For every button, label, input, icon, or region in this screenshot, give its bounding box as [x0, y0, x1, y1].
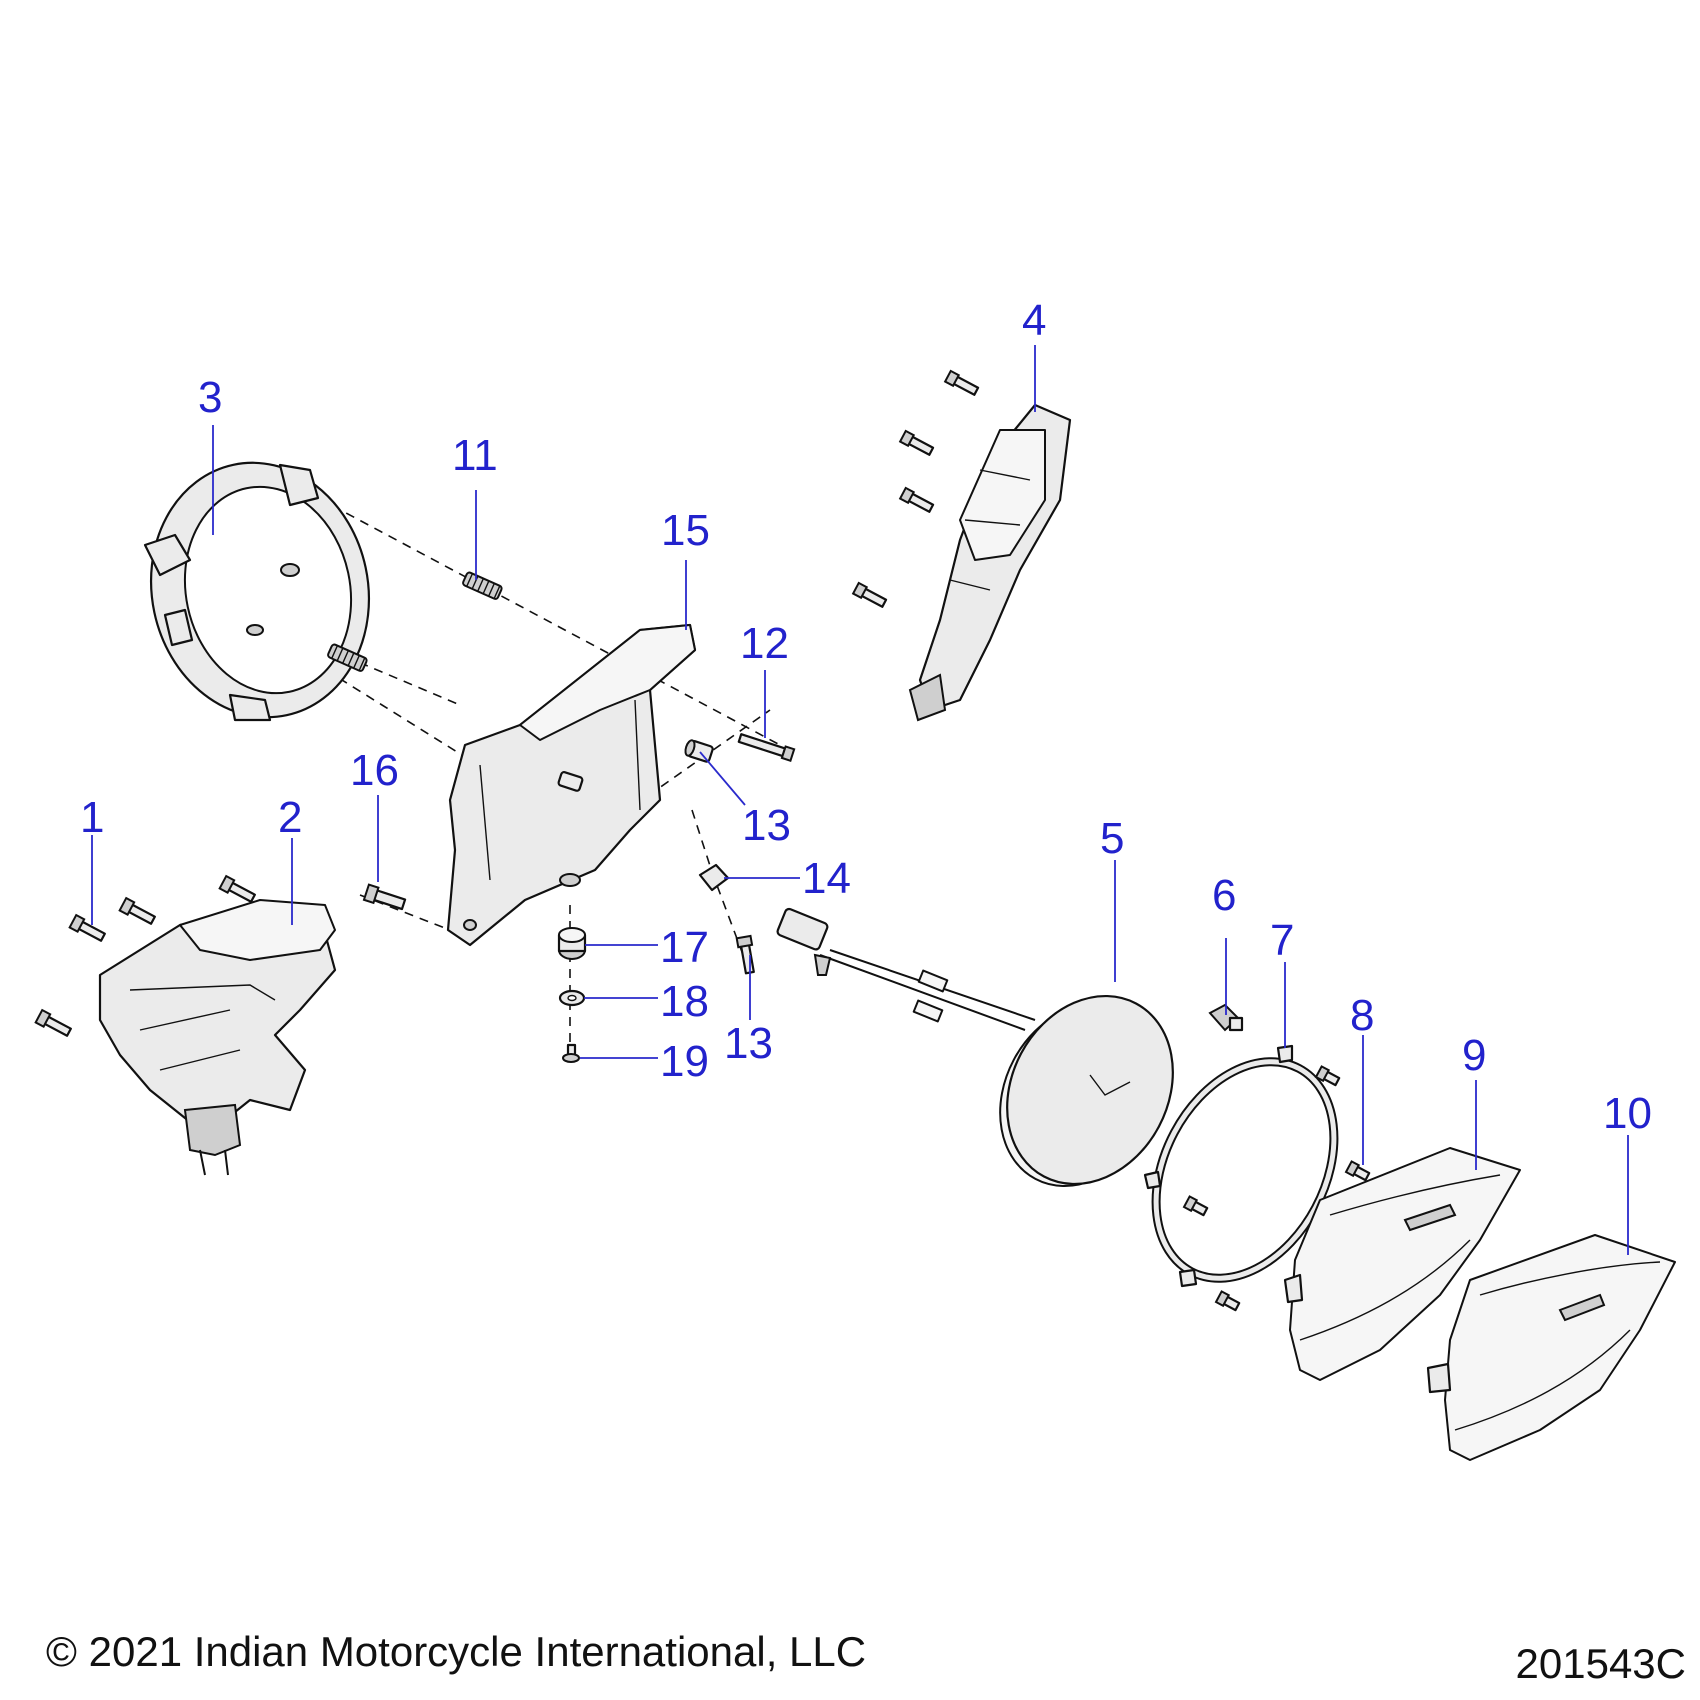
part-9-inner-bezel — [1283, 1147, 1521, 1381]
callout-1: 1 — [80, 793, 104, 842]
callout-10: 10 — [1603, 1089, 1652, 1138]
callout-17: 17 — [660, 923, 709, 972]
callout-4: 4 — [1022, 296, 1046, 345]
part-6-adjuster — [1208, 1003, 1244, 1032]
part-19-screw — [562, 1043, 580, 1063]
part-1-screws — [34, 874, 256, 1037]
part-8-screw — [1344, 1160, 1371, 1182]
callout-7: 7 — [1270, 916, 1294, 965]
part-16-bolt — [362, 883, 407, 911]
part-14-clip — [698, 863, 730, 892]
callout-6: 6 — [1212, 871, 1236, 920]
part-5-headlight-lens — [776, 907, 1174, 1187]
part-11-springs — [327, 571, 503, 672]
part-7-retaining-ring — [1143, 1044, 1341, 1312]
drawing-number: 201543C — [1515, 1640, 1686, 1687]
callout-labels: 1 2 3 4 5 6 7 8 9 10 11 12 13 13 14 15 1… — [80, 296, 1652, 1138]
callout-18: 18 — [660, 977, 709, 1026]
callout-8: 8 — [1350, 991, 1374, 1040]
callout-16: 16 — [350, 746, 399, 795]
callout-13-upper: 13 — [742, 801, 791, 850]
callout-9: 9 — [1462, 1031, 1486, 1080]
part-18-washer — [558, 989, 586, 1007]
callout-14: 14 — [802, 854, 851, 903]
callout-2: 2 — [278, 793, 302, 842]
part-4-headlight-unit — [851, 369, 1072, 722]
part-2-housing — [98, 899, 337, 1176]
part-17-grommet — [557, 927, 587, 960]
part-10-outer-bezel — [1426, 1234, 1676, 1461]
part-3-mounting-ring — [143, 461, 371, 722]
copyright-notice: © 2021 Indian Motorcycle International, … — [46, 1628, 867, 1675]
callout-15: 15 — [661, 506, 710, 555]
callout-12: 12 — [740, 619, 789, 668]
callout-13-lower: 13 — [724, 1019, 773, 1068]
callout-19: 19 — [660, 1037, 709, 1086]
callout-5: 5 — [1100, 814, 1124, 863]
part-13-bushings — [557, 739, 755, 975]
callout-3: 3 — [198, 373, 222, 422]
leader-lines — [91, 345, 1629, 1255]
callout-11: 11 — [452, 431, 498, 480]
part-12-long-bolt — [737, 733, 796, 762]
